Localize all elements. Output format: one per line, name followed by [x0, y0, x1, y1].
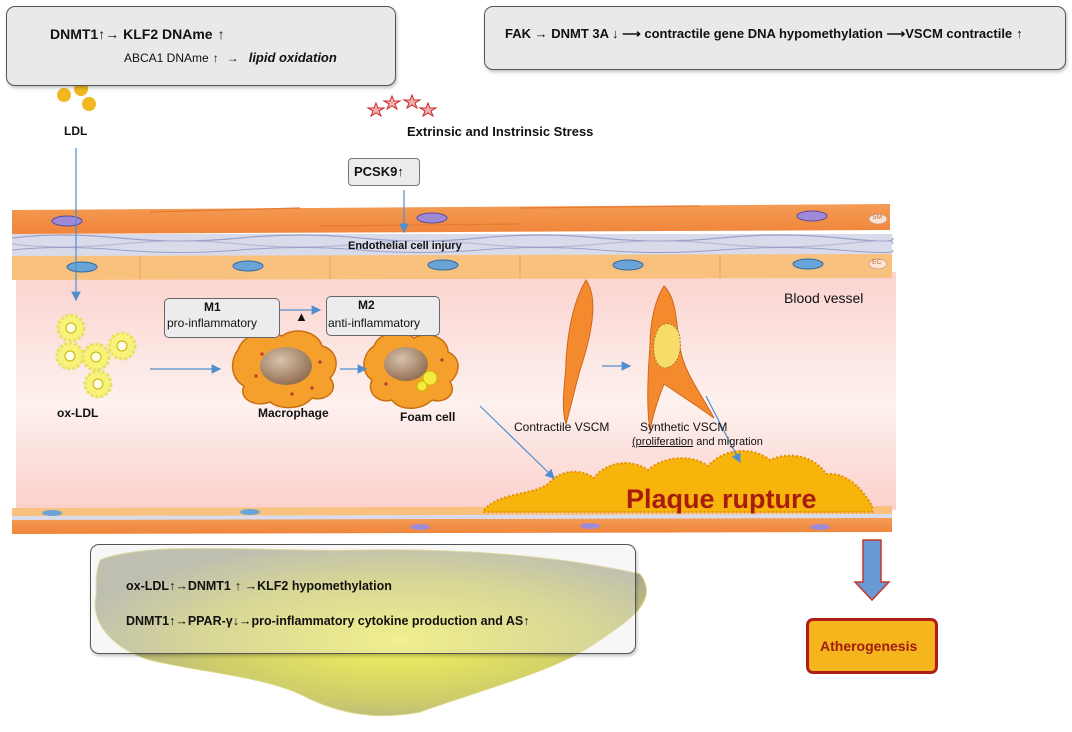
up-arrow-icon [523, 614, 529, 628]
stress-label: Extrinsic and Instrinsic Stress [407, 124, 594, 139]
dnmt1-bottom-label: DNMT1 [187, 579, 231, 593]
smooth-muscle-layer [12, 204, 890, 234]
up-arrow-icon [98, 26, 105, 42]
plaque-mass [483, 449, 873, 513]
ox-ldl-bottom-label: ox-LDL [126, 579, 170, 593]
endothelial-injury-label: Endothelial cell injury [348, 240, 462, 252]
bottom-row2: DNMT1→PPAR-γ→pro-inflammatory cytokine p… [126, 614, 530, 628]
down-arrow-icon [233, 614, 239, 628]
bottom-yellow-blob [94, 547, 647, 717]
foam-cell-label: Foam cell [400, 410, 456, 424]
contractile-gene-label: contractile gene DNA hypomethylation [644, 26, 883, 41]
pcsk9-text: PCSK9 [354, 164, 404, 179]
sm-tag: SM [872, 214, 883, 221]
dnmt3a-label: DNMT 3A [551, 26, 610, 41]
ox-ldl-label: ox-LDL [57, 406, 99, 420]
sm-tag-badge [868, 213, 888, 225]
top-left-line2: ABCA1 DNAme→lipid oxidation [124, 50, 337, 65]
atherogenesis-label: Atherogenesis [820, 638, 918, 654]
ec-tag-badge [868, 258, 888, 270]
bottom-box [90, 544, 636, 654]
contractile-vscm-cell [562, 279, 594, 426]
dnmt1-row2-label: DNMT1 [126, 614, 170, 628]
synthetic-vscm-label: Synthetic VSCM [640, 420, 728, 434]
down-arrow-icon [609, 26, 619, 41]
top-right-text: FAK → DNMT 3A ⟶ contractile gene DNA hyp… [505, 26, 1023, 42]
atherogenesis-box [806, 618, 938, 674]
m1-title: M1 [204, 300, 221, 314]
vscm-contractile-label: VSCM contractile [905, 26, 1013, 41]
pcsk9-label: PCSK9 [354, 164, 398, 179]
plaque-rupture-label: Plaque rupture [626, 484, 817, 514]
ox-ldl-particles [55, 313, 137, 399]
synthetic-vscm-sub: (proliferation and migration [632, 436, 763, 448]
m2-box [326, 296, 440, 336]
top-left-box [6, 6, 396, 86]
proliferation-label: (proliferation [632, 436, 694, 448]
top-left-line1: DNMT1→ KLF2 DNAme [50, 26, 225, 42]
lipid-oxidation-label: lipid oxidation [248, 50, 337, 65]
up-arrow-icon [231, 579, 241, 593]
m2-title: M2 [358, 298, 375, 312]
blood-vessel-label: Blood vessel [784, 290, 864, 306]
dnmt1-label: DNMT1 [50, 26, 99, 42]
klf2-hypomethylation-label: KLF2 hypomethylation [257, 579, 392, 593]
top-right-box [484, 6, 1066, 70]
klf2-dname-label: KLF2 DNAme [123, 26, 213, 42]
up-arrow-icon [209, 51, 219, 65]
foam-cell [363, 332, 459, 409]
macrophage-cell [231, 330, 337, 409]
ppar-gamma-label: PPAR-γ [187, 614, 233, 628]
up-arrow-icon [397, 164, 404, 179]
pcsk9-box [348, 158, 420, 186]
cytokine-production-label: pro-inflammatory cytokine production and… [251, 614, 524, 628]
fak-label: FAK [505, 26, 531, 41]
macrophage-label: Macrophage [258, 406, 329, 420]
down-arrow-to-atherogenesis [853, 539, 891, 602]
abca1-dname-label: ABCA1 DNAme [124, 51, 209, 65]
ldl-label: LDL [64, 124, 88, 138]
stress-stars [366, 93, 438, 118]
up-arrow-icon [169, 579, 175, 593]
contractile-vscm-label: Contractile VSCM [514, 420, 610, 434]
m1-subtitle: pro-inflammatory [167, 316, 258, 330]
m2-subtitle: anti-inflammatory [328, 316, 421, 330]
ec-tag: EC [872, 259, 882, 266]
m1-box [164, 298, 280, 338]
migration-label: and migration [696, 436, 763, 448]
bottom-row1: ox-LDL→DNMT1 →KLF2 hypomethylation [126, 579, 392, 593]
up-arrow-icon [213, 26, 225, 42]
up-arrow-icon [1012, 26, 1023, 41]
triangle-icon: ▲ [295, 309, 308, 324]
up-arrow-icon [169, 614, 175, 628]
